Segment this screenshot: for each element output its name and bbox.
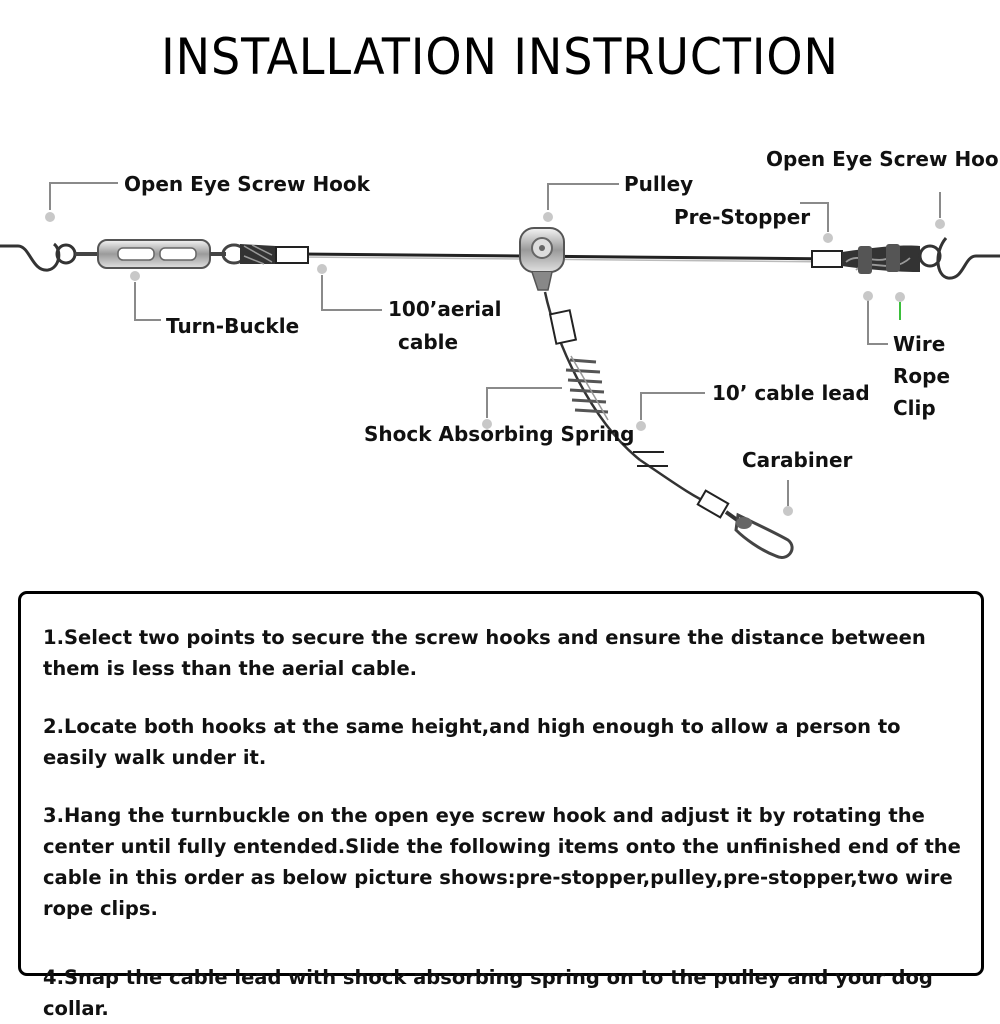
leader-lines [49,182,941,506]
aerial-cable [299,252,841,263]
label-open-eye-screw-hook-left: Open Eye Screw Hook [124,172,371,196]
label-cable-lead: 10’ cable lead [712,381,870,405]
instructions-box: 1.Select two points to secure the screw … [18,591,984,1020]
label-aerial-cable-line2: cable [398,330,458,354]
shock-absorbing-spring [565,355,609,421]
label-turn-buckle: Turn-Buckle [166,314,299,338]
leader-dots [45,212,945,516]
pulley [519,227,565,291]
label-wire-rope-clip-line1: Wire [893,332,945,356]
installation-diagram: Open Eye Screw Hook Open Eye Screw Hook … [0,147,1000,559]
carabiner [724,510,794,559]
left-screw-hook [0,242,77,272]
turn-buckle [75,239,309,269]
instruction-step-1: 1.Select two points to secure the screw … [43,626,926,680]
cable-lead [543,291,730,519]
instruction-step-3: 3.Hang the turnbuckle on the open eye sc… [43,804,961,920]
label-open-eye-screw-hook-right: Open Eye Screw Hook [766,147,1000,171]
wire-rope-clips [811,244,920,274]
label-pre-stopper: Pre-Stopper [674,205,810,229]
instruction-step-4: 4.Snap the cable lead with shock absorbi… [43,966,933,1020]
label-pulley: Pulley [624,172,693,196]
label-wire-rope-clip-line2: Rope [893,364,950,388]
label-carabiner: Carabiner [742,448,853,472]
label-shock-absorbing-spring: Shock Absorbing Spring [364,422,635,446]
label-wire-rope-clip-line3: Clip [893,396,936,420]
label-aerial-cable-line1: 100’aerial [388,297,501,321]
page-title: INSTALLATION INSTRUCTION [161,28,839,86]
right-screw-hook [918,237,1000,280]
instruction-step-2: 2.Locate both hooks at the same height,a… [43,715,901,769]
